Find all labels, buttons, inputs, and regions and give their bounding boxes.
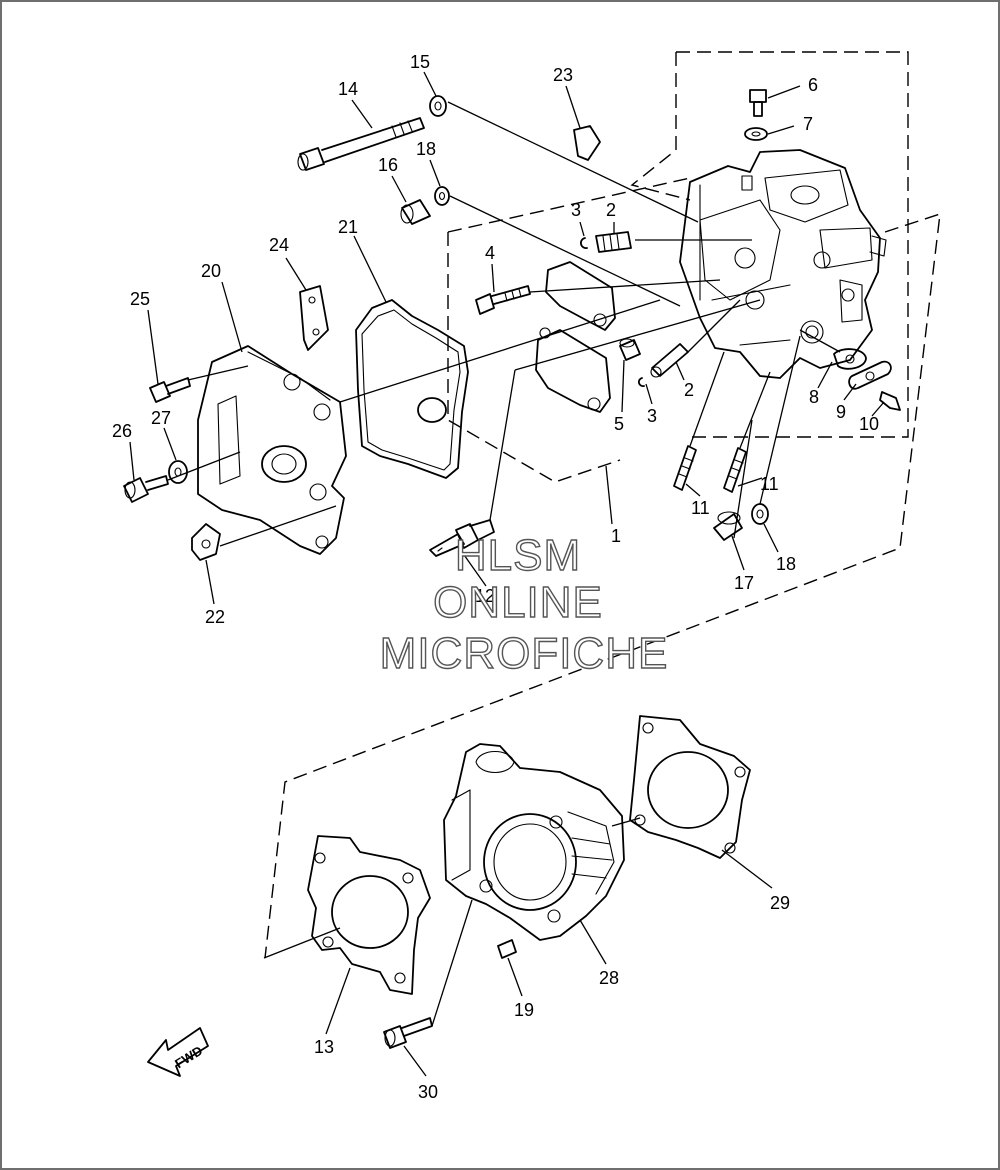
callout-6: 6: [808, 75, 818, 95]
callout-28: 28: [599, 968, 619, 988]
cylinder-head-assembly-boundary: [447, 51, 909, 483]
callout-2-upper: 2: [606, 200, 616, 220]
callout-11-left: 11: [691, 498, 710, 518]
callout-29: 29: [770, 893, 790, 913]
assembly-leader-lines: [167, 101, 841, 1027]
grommet-27: [168, 460, 188, 484]
rocker-bolt: [475, 285, 531, 315]
callout-10: 10: [859, 414, 879, 434]
watermark-line-3: MICROFICHE: [380, 629, 669, 678]
stud-11-right: [723, 447, 747, 493]
callout-16: 16: [378, 155, 398, 175]
cylinder-block-28: [443, 743, 625, 941]
cylinder-gasket-13: [307, 835, 431, 995]
callout-13: 13: [314, 1037, 334, 1057]
watermark-line-2: ONLINE: [433, 578, 603, 627]
callout-30: 30: [418, 1082, 438, 1102]
cap-17: [713, 511, 743, 541]
callout-5: 5: [614, 414, 624, 434]
callout-24: 24: [269, 235, 289, 255]
callout-20: 20: [201, 261, 221, 281]
forward-direction-arrow: FWD: [147, 1027, 209, 1077]
watermark: HLSM ONLINE MICROFICHE: [379, 530, 669, 678]
clamp-22: [191, 523, 221, 561]
bolt-25: [149, 377, 191, 403]
washer-7: [744, 127, 768, 141]
callout-9: 9: [836, 402, 846, 422]
callout-3-lower: 3: [647, 406, 657, 426]
watermark-line-1: HLSM: [455, 531, 581, 580]
bolt-26: [123, 475, 169, 503]
valve-stem-lower: [650, 343, 689, 378]
callout-26: 26: [112, 421, 132, 441]
rocker-arm-assembly: [535, 261, 616, 413]
long-bolt-14: [297, 117, 425, 171]
head-cover-20: [197, 345, 347, 555]
base-gasket-29: [629, 715, 751, 859]
cover-gasket-21: [355, 299, 469, 479]
callout-21: 21: [338, 217, 358, 237]
callout-25: 25: [130, 289, 150, 309]
valve-seal: [619, 338, 641, 361]
callout-22: 22: [205, 607, 225, 627]
callout-11-right: 11: [760, 474, 779, 494]
washer-15: [429, 95, 447, 117]
plate-24: [299, 285, 329, 351]
washer-18-lower: [751, 503, 769, 525]
fwd-label: FWD: [172, 1043, 205, 1071]
callout-15: 15: [410, 52, 430, 72]
callout-14: 14: [338, 79, 358, 99]
callout-27: 27: [151, 408, 171, 428]
washer-18-upper: [434, 186, 450, 206]
valve-stem-upper: [595, 231, 632, 253]
flange-bolt-6: [749, 89, 767, 117]
callout-4: 4: [485, 243, 495, 263]
callout-3-upper: 3: [571, 200, 581, 220]
screw-10: [879, 391, 901, 411]
stud-11-left: [673, 445, 697, 491]
clip-lower: [638, 377, 645, 387]
clip-upper: [580, 237, 588, 249]
callout-pointer-lines: [129, 71, 885, 1077]
callout-23: 23: [553, 65, 573, 85]
gasket-8: [833, 348, 867, 370]
callout-19: 19: [514, 1000, 534, 1020]
callout-18-lower: 18: [776, 554, 796, 574]
breather-23: [573, 125, 601, 161]
callout-2-lower: 2: [684, 380, 694, 400]
dowel-pin-19: [497, 939, 517, 959]
sleeve-16: [400, 199, 431, 225]
callout-8: 8: [809, 387, 819, 407]
callout-18-upper: 18: [416, 139, 436, 159]
callout-12: 12: [475, 586, 495, 606]
spark-plug: [429, 519, 495, 557]
cylinder-head: [679, 149, 887, 379]
callout-1: 1: [611, 526, 621, 546]
callout-labels: 1 2 2 3 3 4 5 6 7 8 9 10 11 11 12 13 14 …: [112, 52, 879, 1102]
callout-17: 17: [734, 573, 754, 593]
bolt-30: [383, 1017, 433, 1049]
cover-plate-9: [848, 360, 892, 390]
callout-7: 7: [803, 114, 813, 134]
